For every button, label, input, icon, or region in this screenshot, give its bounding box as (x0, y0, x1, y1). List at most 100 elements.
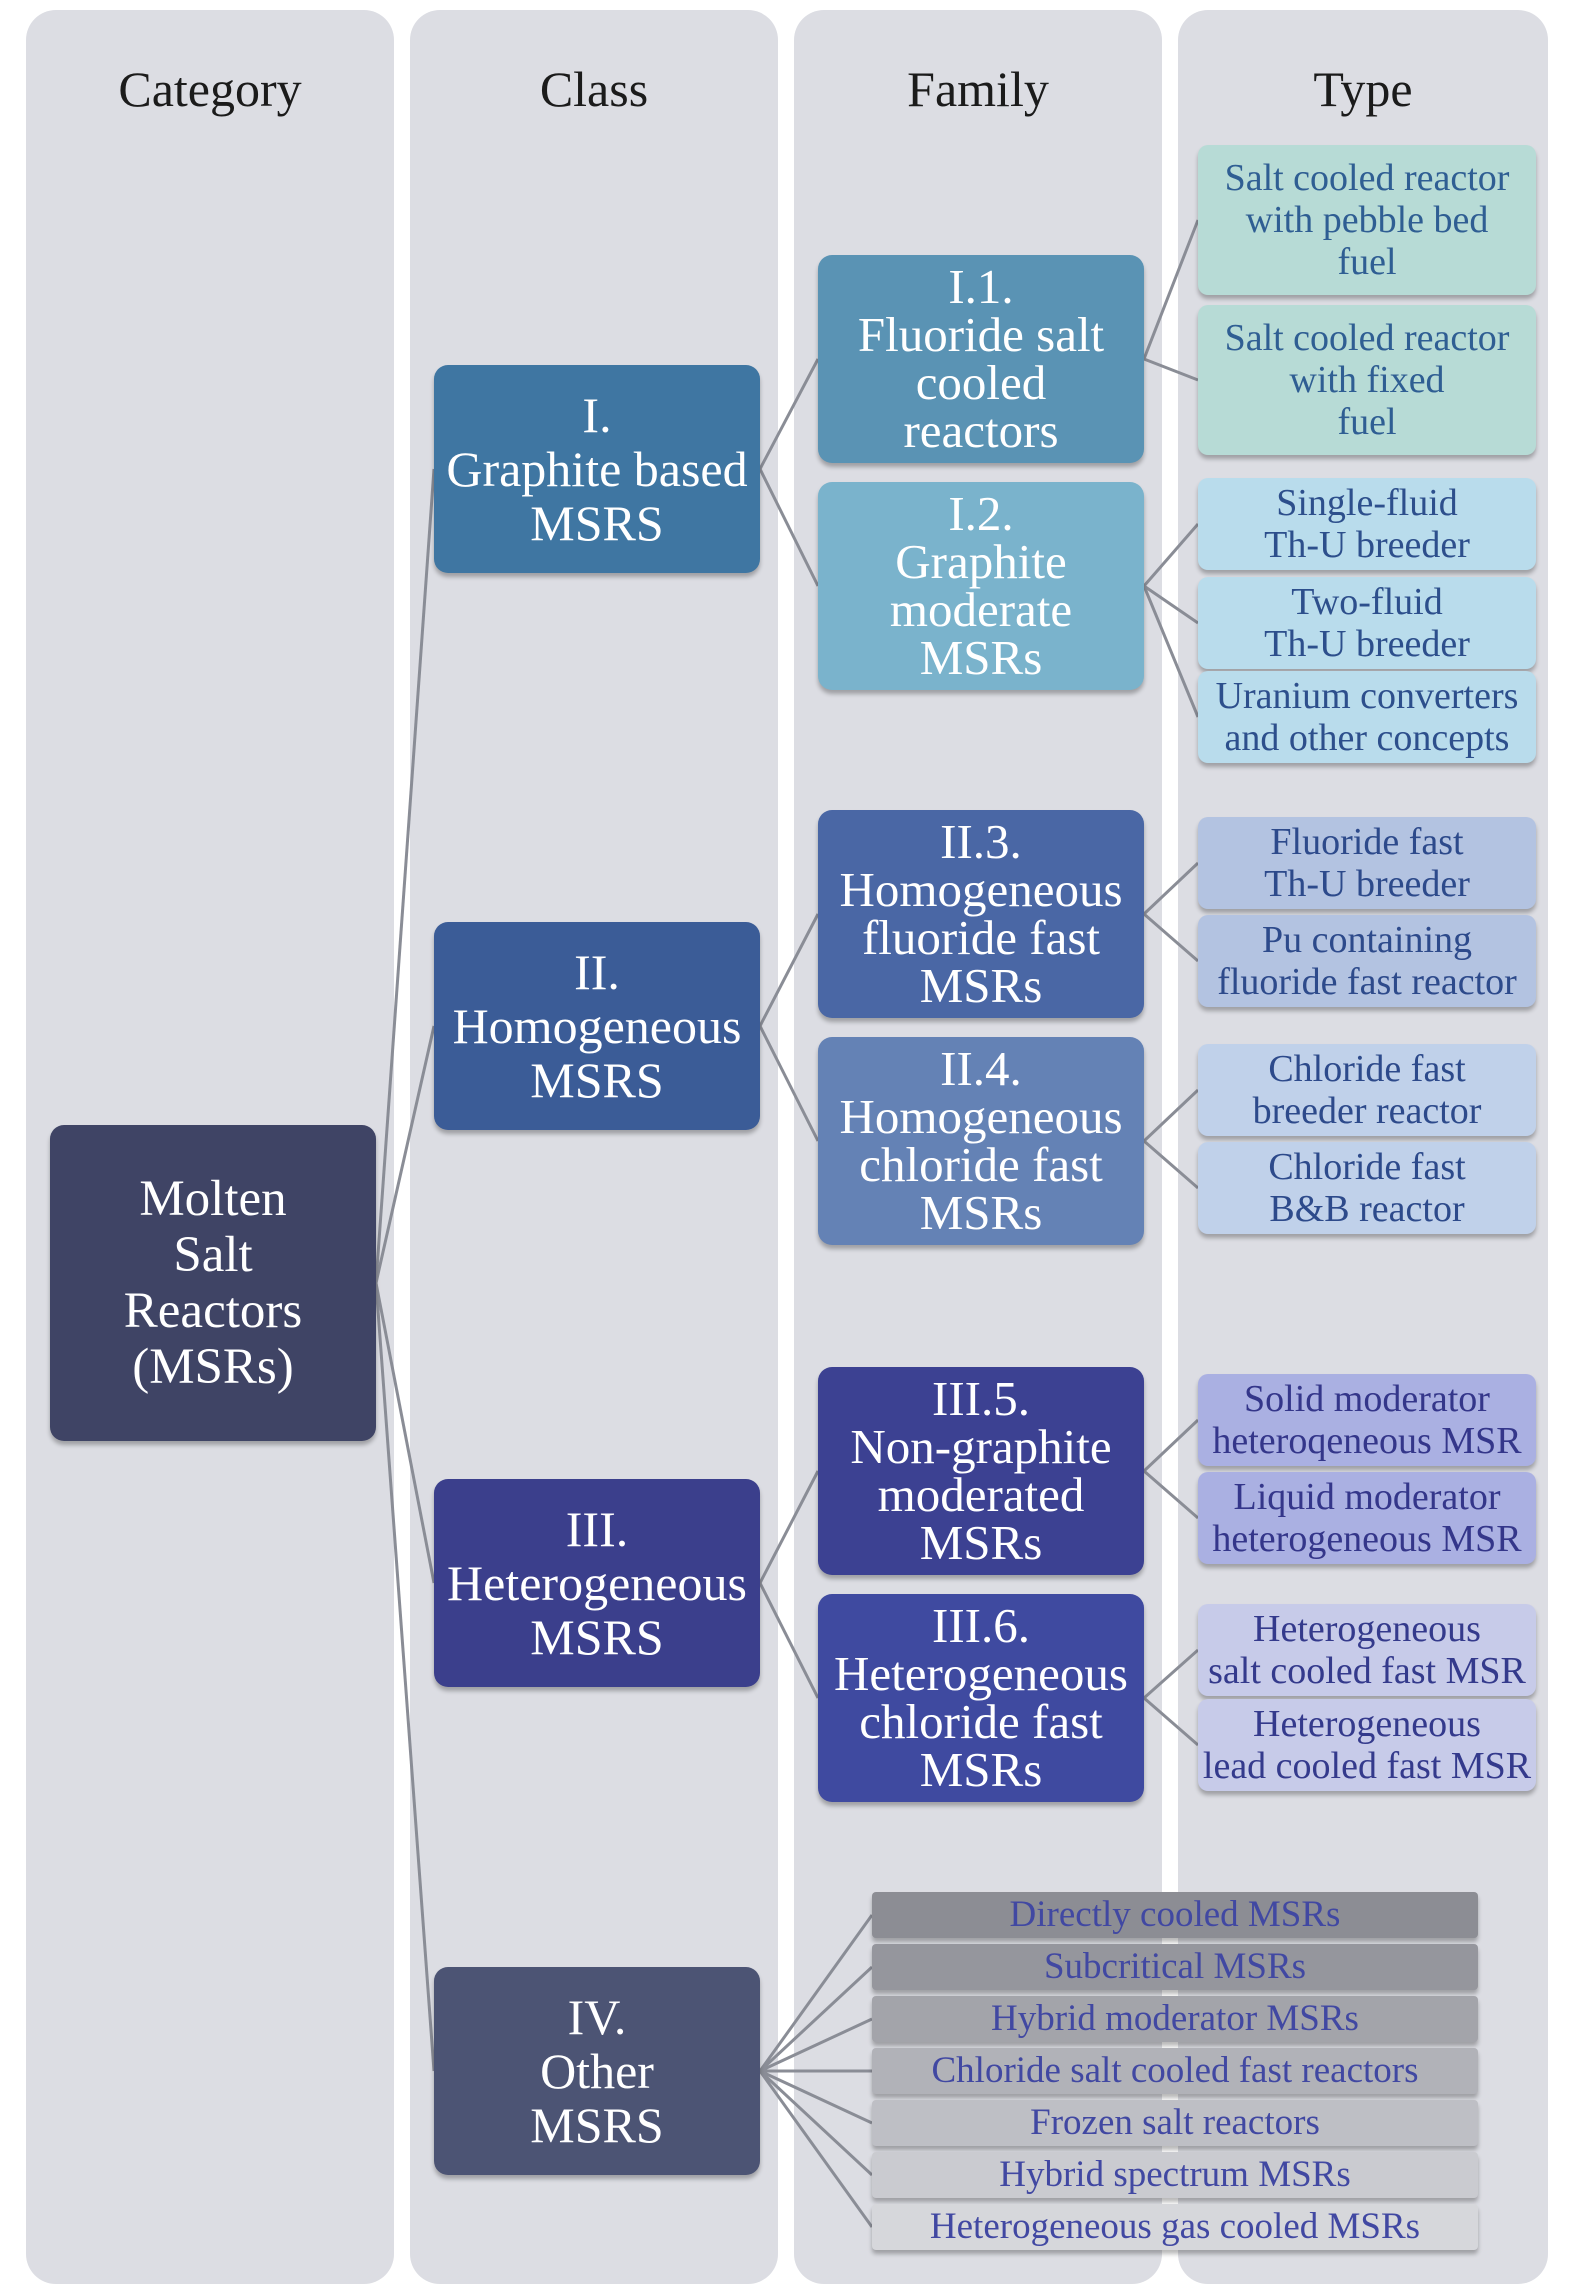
category-header: Category (118, 61, 302, 117)
connector-family-type-9 (1143, 1139, 1199, 1190)
type-node-9-line: B&B reactor (1269, 1188, 1465, 1230)
type-node-8-line: breeder reactor (1252, 1090, 1482, 1132)
type-node-12-line: salt cooled fast MSR (1208, 1650, 1526, 1692)
family-node-4-line: chloride fast (859, 1137, 1103, 1192)
family-node-2-line: moderate (889, 582, 1073, 637)
family-node-1-line: reactors (903, 403, 1059, 458)
other-type-node-1: Directly cooled MSRs (872, 1892, 1478, 1938)
connector-category-class-2 (374, 1025, 436, 1284)
class-node-4-line: MSRS (530, 2097, 664, 2153)
type-node-2-line: Salt cooled reactor (1224, 317, 1510, 359)
type-node-2-line: fuel (1337, 401, 1397, 443)
family-node-6-line: III.6. (932, 1598, 1030, 1653)
connector-family-type-10 (1142, 1418, 1200, 1473)
class-node-1-line: I. (582, 387, 612, 443)
connector-class-family-1 (758, 358, 820, 470)
class-node-2-line: MSRS (530, 1052, 664, 1108)
class-node-1-line: MSRS (530, 495, 664, 551)
connector-other-type-1 (758, 1914, 874, 2072)
connector-class-family-4 (758, 1025, 820, 1142)
type-node-9-line: Chloride fast (1268, 1146, 1466, 1188)
family-node-6-line: chloride fast (859, 1694, 1103, 1749)
family-node-3-line: MSRs (919, 958, 1043, 1013)
connector-other-type-2 (758, 1965, 874, 2073)
type-node-3-line: Th-U breeder (1264, 524, 1470, 566)
connector-family-type-6 (1142, 861, 1200, 916)
family-node-5-line: Non-graphite (850, 1419, 1112, 1474)
type-node-11-line: heterogeneous MSR (1212, 1518, 1522, 1560)
type-node-8-line: Chloride fast (1268, 1048, 1466, 1090)
connector-category-class-1 (374, 468, 436, 1284)
type-node-6-line: Th-U breeder (1264, 863, 1470, 905)
type-header: Type (1313, 61, 1413, 117)
type-node-5-line: Uranium converters (1215, 675, 1519, 717)
category-node-msrs-line: Salt (173, 1227, 253, 1283)
type-node-6-line: Fluoride fast (1270, 821, 1464, 863)
family-node-1-line: I.1. (948, 259, 1014, 314)
family-node-4-line: Homogeneous (839, 1089, 1123, 1144)
family-node-3-line: fluoride fast (861, 910, 1101, 965)
class-node-3-line: Heterogeneous (447, 1555, 747, 1611)
type-node-1-line: Salt cooled reactor (1224, 157, 1510, 199)
type-node-4-line: Th-U breeder (1264, 623, 1470, 665)
connector-class-family-5 (758, 1470, 820, 1584)
family-node-4-line: II.4. (940, 1041, 1022, 1096)
family-node-6-line: Heterogeneous (834, 1646, 1128, 1701)
family-node-6-line: MSRs (919, 1742, 1043, 1797)
family-node-1-line: Fluoride salt (857, 307, 1105, 362)
family-header: Family (907, 61, 1049, 117)
family-node-3-line: Homogeneous (839, 862, 1123, 917)
connector-other-type-3 (759, 2017, 873, 2073)
connector-other-type-6 (758, 2069, 874, 2177)
connector-family-type-3 (1142, 523, 1200, 587)
class-header: Class (539, 61, 649, 117)
family-node-5-line: moderated (877, 1467, 1085, 1522)
connector-class-family-6 (758, 1582, 820, 1699)
other-type-node-2: Subcritical MSRs (872, 1944, 1478, 1990)
family-node-3-line: II.3. (940, 814, 1022, 869)
class-node-3-line: MSRS (530, 1609, 664, 1665)
connector-class-family-2 (758, 468, 820, 587)
other-type-node-6: Hybrid spectrum MSRs (872, 2152, 1478, 2198)
family-node-1-line: cooled (915, 355, 1047, 410)
type-node-10-line: heteroqeneous MSR (1212, 1420, 1522, 1462)
other-type-node-4: Chloride salt cooled fast reactors (872, 2048, 1478, 2094)
type-node-11-line: Liquid moderator (1233, 1476, 1501, 1518)
family-node-5-line: III.5. (932, 1371, 1030, 1426)
type-node-3-line: Single-fluid (1276, 482, 1458, 524)
type-node-12-line: Heterogeneous (1253, 1608, 1481, 1650)
other-type-node-3: Hybrid moderator MSRs (872, 1996, 1478, 2042)
family-node-2-line: MSRs (919, 630, 1043, 685)
connector-other-type-7 (758, 2070, 874, 2228)
family-node-2-line: Graphite (895, 534, 1067, 589)
type-node-7-line: fluoride fast reactor (1217, 961, 1517, 1003)
family-node-2-line: I.2. (948, 486, 1014, 541)
connector-other-type-5 (759, 2069, 873, 2125)
connector-family-type-13 (1143, 1696, 1199, 1747)
connector-family-type-5 (1142, 585, 1200, 718)
type-node-10-line: Solid moderator (1244, 1378, 1490, 1420)
type-node-7-line: Pu containing (1261, 919, 1473, 961)
type-node-13-line: Heterogeneous (1253, 1703, 1481, 1745)
connector-family-type-11 (1143, 1469, 1199, 1520)
type-node-2-line: with fixed (1289, 359, 1445, 401)
